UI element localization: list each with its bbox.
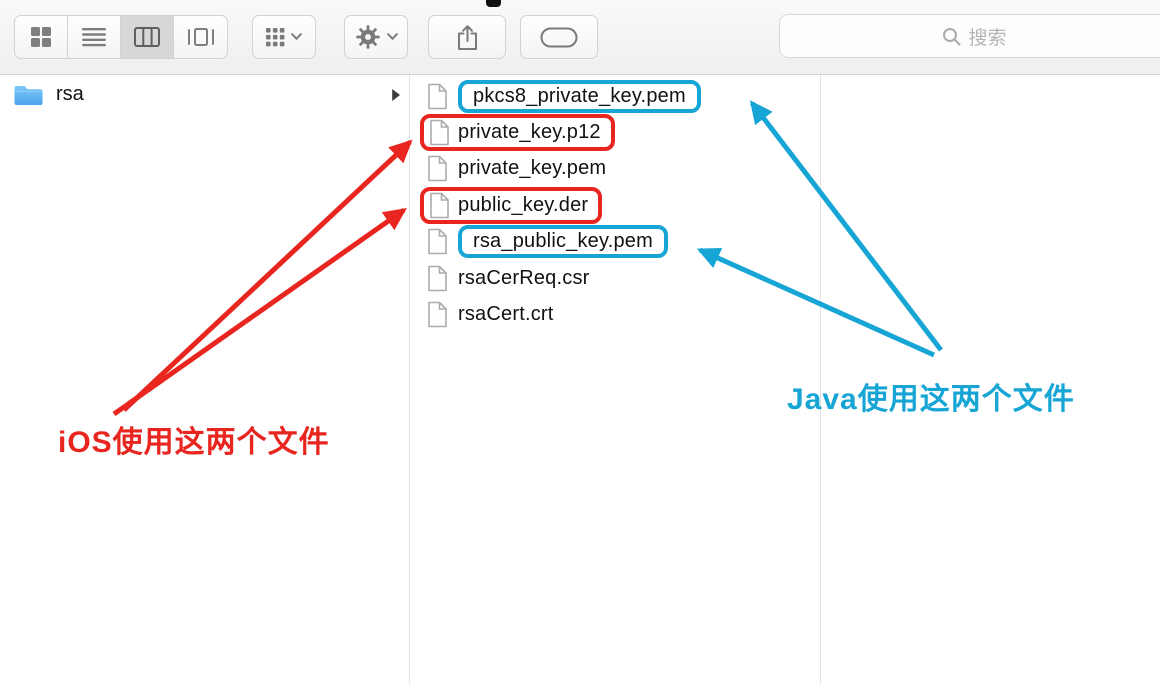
action-button[interactable]: [344, 15, 408, 59]
tag-button[interactable]: [520, 15, 598, 59]
search-placeholder: 搜索: [968, 27, 1007, 49]
folder-name: rsa: [56, 83, 84, 105]
file-row[interactable]: rsa_public_key.pem: [410, 224, 820, 260]
document-icon: [428, 83, 447, 109]
icon-view-button[interactable]: [15, 16, 68, 58]
file-row[interactable]: pkcs8_private_key.pem: [410, 78, 820, 114]
chevron-right-icon: [391, 88, 401, 102]
truncated-element: [486, 0, 501, 7]
folder-row-rsa[interactable]: rsa: [0, 76, 409, 113]
search-input[interactable]: 搜索: [779, 14, 1160, 58]
ios-highlight-box: private_key.p12: [420, 114, 615, 152]
gear-icon: [355, 25, 380, 49]
share-button[interactable]: [428, 15, 506, 59]
file-row[interactable]: rsaCerReq.csr: [410, 260, 820, 296]
file-name: rsaCerReq.csr: [458, 266, 590, 289]
file-row[interactable]: rsaCert.crt: [410, 296, 820, 332]
columns-icon: [134, 27, 160, 47]
group-grid-icon: [266, 27, 285, 46]
document-icon: [428, 156, 447, 182]
toolbar: 搜索: [0, 0, 1160, 75]
file-row[interactable]: public_key.der: [410, 186, 820, 224]
grid-2x2-icon: [31, 27, 51, 47]
java-highlight-box: pkcs8_private_key.pem: [458, 79, 701, 113]
document-icon: [430, 119, 449, 146]
annotation-ios-label: iOS使用这两个文件: [58, 426, 330, 459]
java-highlight-box: rsa_public_key.pem: [458, 225, 668, 259]
list-lines-icon: [82, 27, 106, 46]
column-folders: rsa: [0, 75, 410, 684]
column-files: pkcs8_private_key.pem private_key.p12: [410, 75, 821, 684]
column-view-button[interactable]: [121, 16, 174, 58]
ios-highlight-box: public_key.der: [420, 186, 603, 224]
cover-flow-icon: [187, 28, 214, 46]
document-icon: [430, 192, 449, 219]
file-row[interactable]: private_key.pem: [410, 151, 820, 187]
gallery-view-button[interactable]: [174, 16, 227, 58]
chevron-down-icon: [291, 33, 302, 41]
document-icon: [428, 265, 447, 291]
list-view-button[interactable]: [68, 16, 121, 58]
file-name: private_key.p12: [458, 121, 601, 144]
document-icon: [428, 228, 447, 255]
file-row[interactable]: private_key.p12: [410, 114, 820, 152]
tag-oval-icon: [540, 27, 578, 47]
file-name: rsaCert.crt: [458, 303, 554, 326]
chevron-down-icon: [386, 33, 398, 41]
folder-icon: [14, 85, 43, 105]
document-icon: [428, 301, 447, 328]
share-icon: [457, 24, 477, 50]
search-icon: [943, 27, 961, 45]
file-name: rsa_public_key.pem: [473, 230, 653, 253]
annotation-java-label: Java使用这两个文件: [787, 383, 1075, 416]
file-name: public_key.der: [458, 193, 589, 216]
file-name: private_key.pem: [458, 157, 607, 180]
file-name: pkcs8_private_key.pem: [473, 84, 686, 107]
arrange-button[interactable]: [252, 15, 316, 59]
view-mode-switcher: [14, 15, 228, 59]
